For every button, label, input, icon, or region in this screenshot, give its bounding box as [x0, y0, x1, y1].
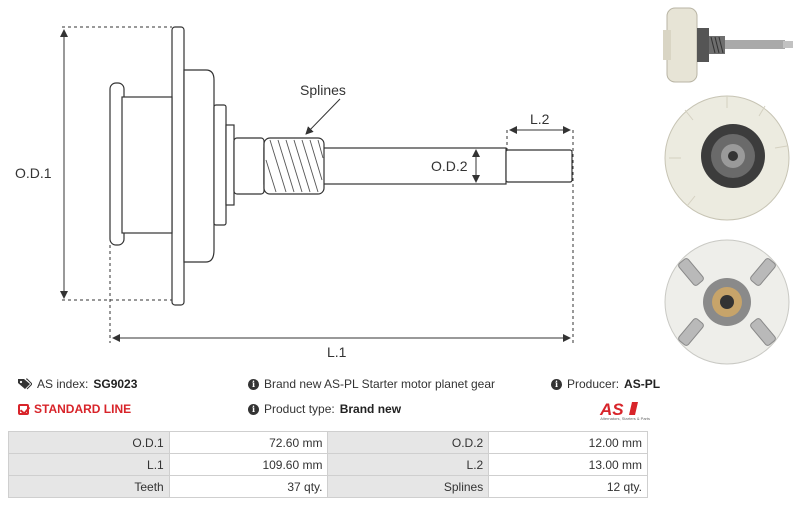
logo-mark: AS [599, 400, 624, 419]
spec-value: 37 qty. [168, 475, 329, 498]
info-icon: i [551, 378, 562, 390]
spec-label: O.D.1 [8, 431, 170, 454]
l1-label: L.1 [327, 344, 347, 360]
table-row: Teeth 37 qty. Splines 12 qty. [8, 475, 648, 498]
as-index-value: SG9023 [93, 377, 138, 391]
info-icon: i [248, 403, 259, 415]
technical-drawing: O.D.1 O.D.2 L.1 L.2 Splines [15, 26, 574, 360]
od2-label: O.D.2 [431, 158, 468, 174]
product-type-value: Brand new [339, 402, 402, 416]
spec-value: 12 qty. [488, 475, 648, 498]
product-photo-front [664, 95, 790, 221]
product-description: i Brand new AS-PL Starter motor planet g… [248, 377, 495, 391]
table-row: O.D.1 72.60 mm O.D.2 12.00 mm [8, 431, 648, 454]
as-index-label: AS index: [37, 377, 89, 391]
producer-label: Producer: [567, 377, 620, 391]
spec-value: 109.60 mm [168, 453, 329, 476]
spec-value: 12.00 mm [488, 431, 648, 454]
product-photo-side [663, 7, 793, 83]
spec-label: Teeth [8, 475, 170, 498]
producer-value: AS-PL [624, 377, 661, 391]
spec-value: 72.60 mm [168, 431, 329, 454]
spec-label: L.2 [327, 453, 490, 476]
product-type: i Product type: Brand new [248, 402, 401, 416]
producer: i Producer: AS-PL [551, 377, 660, 391]
as-pl-logo: AS [599, 400, 638, 419]
logo-tagline: Alternators, Starters & Parts [600, 416, 650, 421]
product-type-label: Product type: [264, 402, 335, 416]
as-index: AS index: SG9023 [18, 377, 137, 391]
spec-label: L.1 [8, 453, 170, 476]
l2-label: L.2 [530, 111, 550, 127]
splines-label: Splines [300, 82, 346, 98]
spec-label: Splines [327, 475, 490, 498]
standard-line-text: STANDARD LINE [34, 402, 132, 416]
description-text: Brand new AS-PL Starter motor planet gea… [264, 377, 496, 391]
info-icon: i [248, 378, 259, 390]
table-row: L.1 109.60 mm L.2 13.00 mm [8, 453, 648, 476]
tags-icon [18, 378, 32, 390]
specs-table: O.D.1 72.60 mm O.D.2 12.00 mm L.1 109.60… [8, 431, 648, 498]
spec-label: O.D.2 [327, 431, 490, 454]
od1-label: O.D.1 [15, 165, 52, 181]
spec-value: 13.00 mm [488, 453, 648, 476]
product-photo-rear [664, 239, 790, 365]
checkbox-icon [18, 403, 29, 415]
standard-line-badge: STANDARD LINE [18, 402, 131, 416]
